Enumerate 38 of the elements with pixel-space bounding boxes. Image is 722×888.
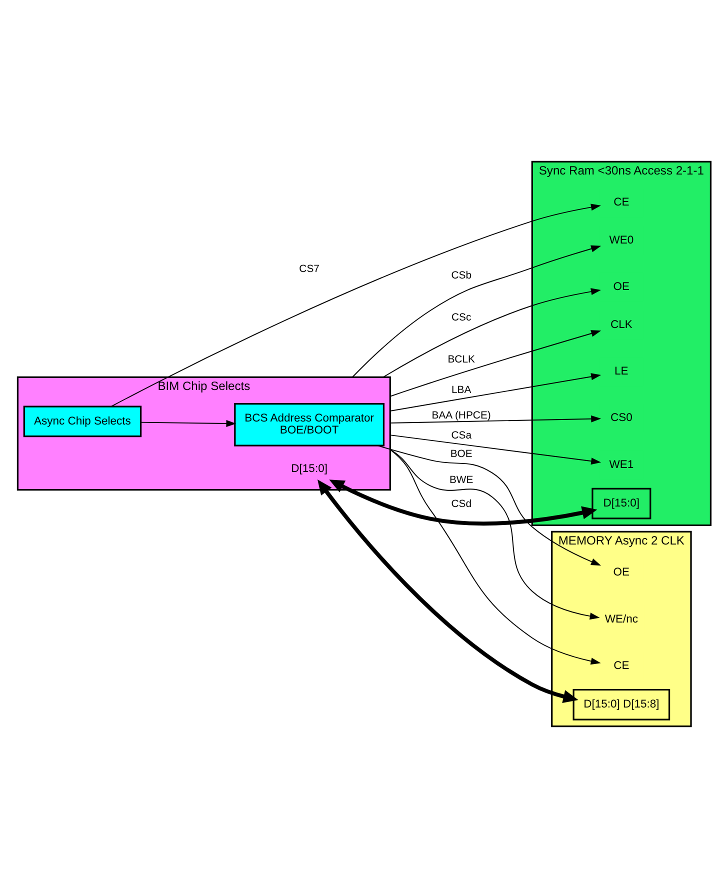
arrow	[329, 480, 598, 526]
arrow	[390, 330, 602, 397]
edge-label: CSa	[451, 430, 472, 442]
node-text: OE	[613, 281, 630, 294]
arrow	[390, 449, 600, 620]
node-text: CE	[614, 196, 630, 209]
edge-label: BOE	[450, 449, 472, 460]
node-box: D[15:0]	[592, 488, 652, 520]
node-text: WE0	[609, 234, 634, 246]
arrow	[377, 445, 602, 566]
arrow	[352, 245, 602, 378]
node-text: WE/nc	[604, 613, 638, 626]
arrow	[390, 415, 602, 424]
edge-label: CSb	[451, 270, 472, 282]
arrow	[390, 449, 601, 665]
arrow	[382, 288, 601, 378]
node-box: D[15:0] D[15:8]	[572, 688, 670, 720]
node-text: WE1	[609, 458, 634, 471]
node-text: CS0	[610, 412, 632, 424]
node-box: Async Chip Selects	[23, 406, 142, 438]
node-text: OE	[613, 566, 630, 579]
node-text: D[15:0]	[291, 462, 328, 475]
edge-label: CSc	[451, 312, 472, 324]
edge-label: CS7	[299, 264, 320, 276]
edge-label: BCLK	[448, 354, 475, 366]
arrow	[317, 479, 578, 703]
arrow	[110, 204, 601, 408]
edge-label: BAA (HPCE)	[432, 410, 491, 422]
node-text: CLK	[610, 318, 632, 331]
arrow	[390, 434, 602, 465]
edge-label: BWE	[449, 474, 474, 486]
arrow	[140, 420, 236, 428]
node-box: BCS Address Comparator BOE/BOOT	[234, 402, 385, 446]
edge-label: CSd	[451, 499, 472, 510]
arrow	[390, 373, 602, 412]
node-text: CE	[614, 660, 630, 672]
edge-label: LBA	[451, 384, 472, 396]
node-text: LE	[614, 366, 628, 378]
